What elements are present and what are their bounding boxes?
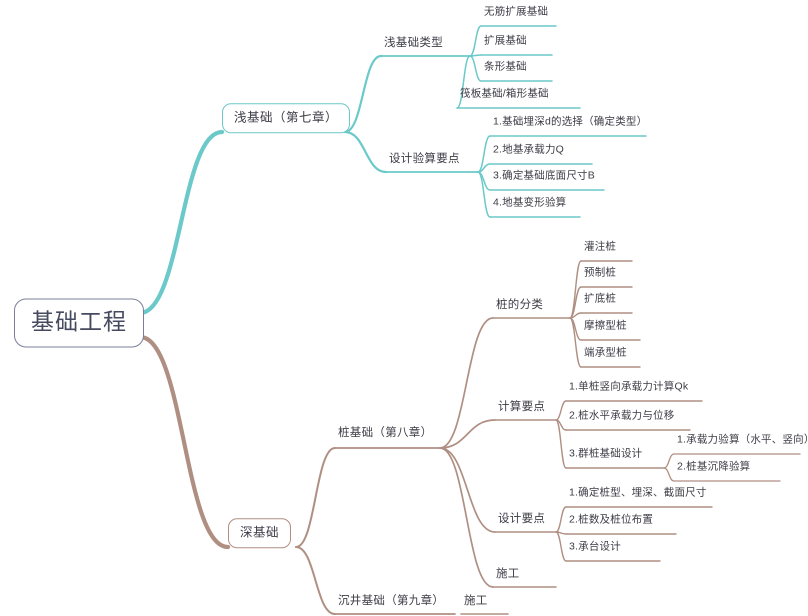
leaf-label: 2.桩水平承载力与位移 [569, 409, 675, 422]
leaf-label: 筏板基础/箱形基础 [460, 87, 549, 100]
leaf-raft-box-foundation[interactable]: 筏板基础/箱形基础 [457, 86, 552, 104]
leaf-label: 扩底桩 [584, 292, 617, 305]
node-label: 施工 [496, 567, 520, 580]
leaf-label: 2.桩数及桩位布置 [569, 513, 654, 526]
mindmap-root-node[interactable]: 基础工程 [14, 298, 144, 348]
leaf-label: 条形基础 [484, 60, 527, 73]
leaf-label: 3.承台设计 [569, 540, 621, 553]
leaf-spread-foundation[interactable]: 扩展基础 [481, 33, 530, 51]
node-label: 设计要点 [498, 512, 546, 525]
node-label: 设计验算要点 [389, 152, 460, 165]
node-label: 施工 [464, 594, 488, 607]
leaf-label: 3.群桩基础设计 [569, 447, 643, 460]
leaf-label: 3.确定基础底面尺寸B [493, 169, 595, 182]
leaf-label: 1.确定桩型、埋深、截面尺寸 [569, 486, 707, 499]
leaf-pile-horizontal-capacity[interactable]: 2.桩水平承载力与位移 [566, 408, 677, 426]
leaf-pile-group-design[interactable]: 3.群桩基础设计 [566, 446, 645, 464]
leaf-label: 2.桩基沉降验算 [677, 460, 751, 473]
leaf-label: 灌注桩 [584, 240, 617, 253]
node-pile-design-points[interactable]: 设计要点 [495, 512, 548, 531]
leaf-precast-pile[interactable]: 预制桩 [581, 265, 619, 283]
leaf-label: 无筋扩展基础 [484, 5, 549, 18]
leaf-label: 摩擦型桩 [584, 319, 627, 332]
leaf-label: 1.单桩竖向承载力计算Qk [569, 380, 689, 393]
node-label: 浅基础（第七章） [234, 110, 339, 125]
leaf-pile-type-depth-section[interactable]: 1.确定桩型、埋深、截面尺寸 [566, 485, 710, 503]
node-shallow-types[interactable]: 浅基础类型 [381, 36, 446, 55]
leaf-cast-in-place-pile[interactable]: 灌注桩 [581, 239, 619, 257]
node-label: 桩的分类 [496, 298, 544, 311]
leaf-label: 端承型桩 [584, 346, 627, 359]
node-deep-foundation[interactable]: 深基础 [228, 518, 292, 548]
node-label: 沉井基础（第九章） [338, 594, 445, 607]
leaf-strip-foundation[interactable]: 条形基础 [481, 59, 530, 77]
leaf-label: 扩展基础 [484, 34, 527, 47]
node-label: 深基础 [240, 525, 280, 540]
leaf-embedment-depth[interactable]: 1.基础埋深d的选择（确定类型） [490, 114, 650, 132]
node-pile-classification[interactable]: 桩的分类 [493, 298, 546, 317]
leaf-capacity-check[interactable]: 1.承载力验算（水平、竖向） [674, 432, 808, 450]
node-caisson-foundation[interactable]: 沉井基础（第九章） [335, 594, 447, 613]
leaf-label: 1.基础埋深d的选择（确定类型） [493, 115, 648, 128]
root-label: 基础工程 [31, 308, 127, 335]
leaf-label: 预制桩 [584, 266, 617, 279]
node-label: 桩基础（第八章） [338, 426, 433, 439]
leaf-unreinforced-spread[interactable]: 无筋扩展基础 [481, 4, 551, 22]
node-pile-foundation[interactable]: 桩基础（第八章） [335, 426, 435, 445]
leaf-label: 4.地基变形验算 [493, 196, 567, 209]
leaf-belled-pile[interactable]: 扩底桩 [581, 291, 619, 309]
leaf-bearing-capacity[interactable]: 2.地基承载力Q [490, 142, 567, 160]
node-label: 浅基础类型 [384, 36, 443, 49]
leaf-deformation-check[interactable]: 4.地基变形验算 [490, 195, 569, 213]
leaf-label: 1.承载力验算（水平、竖向） [677, 433, 808, 446]
leaf-pile-count-layout[interactable]: 2.桩数及桩位布置 [566, 512, 656, 530]
leaf-pile-settlement-check[interactable]: 2.桩基沉降验算 [674, 459, 753, 477]
node-label: 计算要点 [498, 400, 546, 413]
node-pile-calculation-points[interactable]: 计算要点 [495, 400, 548, 419]
leaf-label: 2.地基承载力Q [493, 143, 565, 156]
leaf-single-pile-vertical-capacity[interactable]: 1.单桩竖向承载力计算Qk [566, 379, 691, 397]
leaf-end-bearing-pile[interactable]: 端承型桩 [581, 345, 630, 363]
leaf-base-dimension[interactable]: 3.确定基础底面尺寸B [490, 168, 598, 186]
node-caisson-construction[interactable]: 施工 [461, 594, 491, 613]
node-shallow-design-points[interactable]: 设计验算要点 [386, 152, 463, 171]
node-shallow-foundation[interactable]: 浅基础（第七章） [222, 103, 351, 133]
node-pile-construction[interactable]: 施工 [493, 567, 523, 586]
leaf-pile-cap-design[interactable]: 3.承台设计 [566, 539, 624, 557]
leaf-friction-pile[interactable]: 摩擦型桩 [581, 318, 630, 336]
